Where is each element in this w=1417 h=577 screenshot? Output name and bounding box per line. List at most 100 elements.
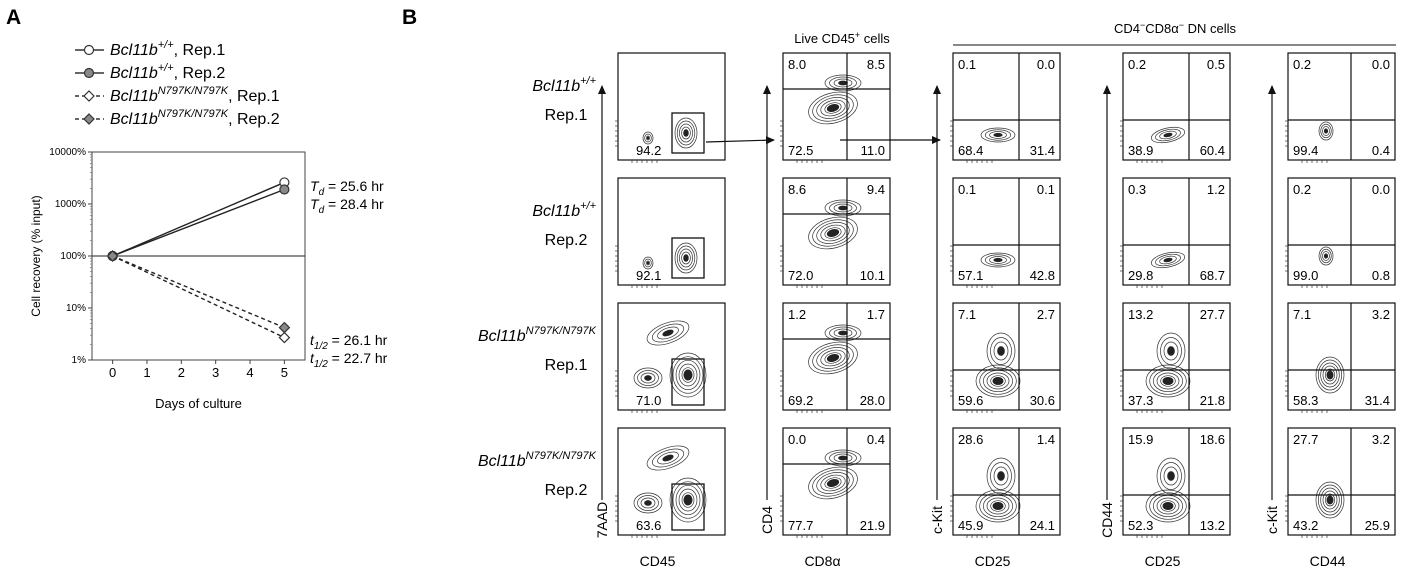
legend-marker-icon	[83, 67, 95, 79]
row-genotype-label: Bcl11b+/+	[532, 75, 596, 95]
contour-line	[1145, 489, 1191, 523]
legend-label: Bcl11b+/+, Rep.2	[110, 62, 225, 82]
contour-core	[997, 346, 1005, 356]
gating-arrow-live	[705, 136, 775, 145]
contour-line	[833, 453, 853, 463]
column-y-axis-label: c-Kit	[929, 506, 945, 534]
contour-core	[1163, 258, 1173, 262]
contour-line	[989, 131, 1007, 139]
contour-core	[993, 258, 1003, 262]
contour-line	[993, 466, 1009, 486]
contour-line	[676, 245, 696, 271]
column-y-axis-label: 7AAD	[594, 502, 610, 539]
contour-line	[1159, 255, 1177, 265]
x-tick-label: 0	[109, 365, 116, 380]
contour-core	[683, 494, 693, 506]
contour-core	[826, 479, 840, 487]
contour-line	[808, 341, 858, 375]
quadrant-value-ul: 1.2	[788, 307, 806, 322]
contour-core	[683, 254, 689, 262]
contour-core	[1326, 370, 1334, 380]
contour-line	[990, 375, 1006, 387]
contour-line	[816, 472, 850, 494]
contour-line	[1322, 490, 1338, 510]
y-tick-label: 10000%	[49, 147, 86, 158]
quadrant-value-ur: 9.4	[867, 182, 885, 197]
contour-line	[989, 256, 1007, 264]
contour-line	[646, 320, 690, 346]
contour-line	[678, 488, 698, 512]
column-x-axis-label: CD45	[640, 553, 676, 569]
contour-core	[646, 136, 650, 140]
contour-line	[681, 367, 695, 383]
column-y-axis-label: CD44	[1099, 502, 1115, 538]
contour-core	[997, 471, 1005, 481]
contour-core	[993, 133, 1003, 137]
legend-label: Bcl11bN797K/N797K, Rep.1	[110, 85, 280, 105]
column-x-axis-label: CD8α	[804, 553, 840, 569]
header-dn-cells: CD4−CD8α− DN cells	[1114, 20, 1237, 36]
quadrant-value-lr: 10.1	[860, 268, 885, 283]
contour-line	[824, 199, 862, 217]
contour-line	[1320, 362, 1340, 388]
series-line	[112, 255, 285, 339]
quadrant-value-lr: 21.9	[860, 518, 885, 533]
quadrant-value-ul: 0.1	[958, 182, 976, 197]
quadrant-value-lr: 0.8	[1372, 268, 1390, 283]
quadrant-value-ul: 8.6	[788, 182, 806, 197]
quadrant-value-ul: 27.7	[1293, 432, 1318, 447]
contour-line	[816, 222, 850, 244]
data-point	[278, 331, 291, 344]
contour-line	[1317, 359, 1343, 391]
legend-label: Bcl11b+/+, Rep.1	[110, 39, 225, 59]
contour-line	[675, 359, 701, 391]
panel-b-letter: B	[402, 6, 417, 29]
rate-annotation: t1/2 = 26.1 hr	[310, 332, 388, 352]
contour-line	[1155, 128, 1181, 142]
contour-line	[824, 227, 842, 239]
row-replicate-label: Rep.1	[545, 107, 588, 124]
flow-plot-frame	[617, 302, 726, 411]
contour-core	[646, 261, 650, 265]
contour-line	[1320, 487, 1340, 513]
quadrant-value-ul: 7.1	[1293, 307, 1311, 322]
contour-line	[979, 492, 1017, 520]
flow-plot-frame	[1287, 177, 1396, 286]
quadrant-value-lr: 11.0	[861, 143, 885, 158]
contour-line	[990, 500, 1006, 512]
column-y-axis-label: CD4	[759, 506, 775, 534]
contour-line	[1159, 130, 1177, 140]
flow-plot: 92.1	[615, 177, 726, 288]
y-tick-label: 100%	[60, 251, 86, 262]
contour-line	[1150, 251, 1186, 269]
contour-line	[676, 120, 696, 146]
series-line	[112, 255, 285, 329]
quadrant-value-ur: 2.7	[1037, 307, 1055, 322]
quadrant-value-ll: 57.1	[958, 268, 983, 283]
contour-line	[984, 254, 1012, 266]
contour-line	[986, 372, 1010, 390]
legend-marker-icon	[83, 90, 95, 102]
contour-line	[1160, 500, 1176, 512]
contour-line	[975, 364, 1021, 398]
contour-core	[1162, 377, 1174, 385]
row-genotype-label: Bcl11b+/+	[532, 200, 596, 220]
quadrant-value-ll: 72.0	[788, 268, 813, 283]
legend-marker-icon	[83, 44, 95, 56]
contour-line	[1315, 481, 1345, 519]
contour-line	[824, 324, 862, 342]
live-gate-box	[671, 237, 705, 279]
contour-core	[838, 206, 848, 210]
quadrant-value-lr: 13.2	[1200, 518, 1225, 533]
contour-line	[645, 260, 651, 266]
quadrant-value-ul: 0.0	[788, 432, 806, 447]
contour-line	[812, 469, 854, 497]
data-point	[278, 321, 291, 334]
